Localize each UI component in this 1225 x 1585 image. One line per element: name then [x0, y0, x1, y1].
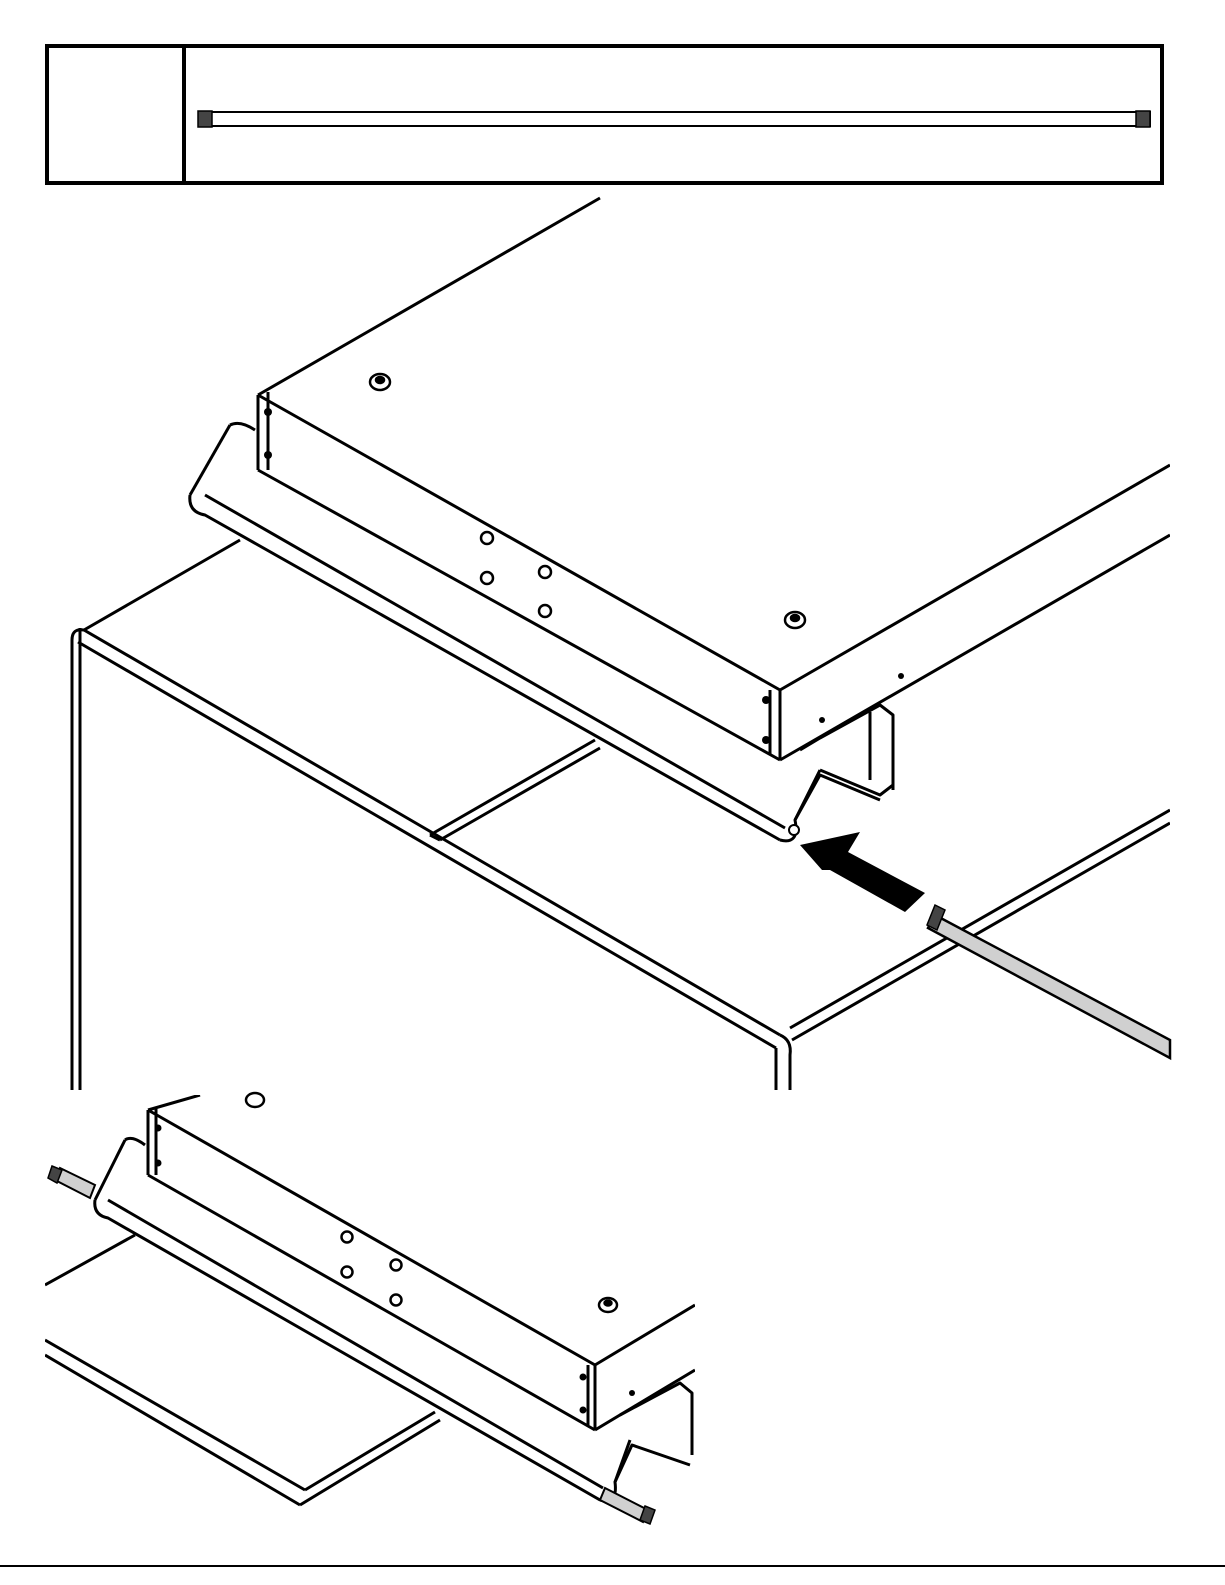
- detail-cabinet-top: [45, 1235, 440, 1505]
- detail-screw-group: [246, 1093, 617, 1312]
- detail-rail-bracket: [95, 1138, 690, 1501]
- screw-icon: [342, 1232, 353, 1243]
- screw-icon: [342, 1267, 353, 1278]
- screw-icon: [246, 1093, 264, 1107]
- screw-icon: [391, 1295, 402, 1306]
- detail-shelf-panel: [148, 1095, 695, 1455]
- screw-icon: [391, 1260, 402, 1271]
- page-bottom-rule: [0, 1565, 1225, 1567]
